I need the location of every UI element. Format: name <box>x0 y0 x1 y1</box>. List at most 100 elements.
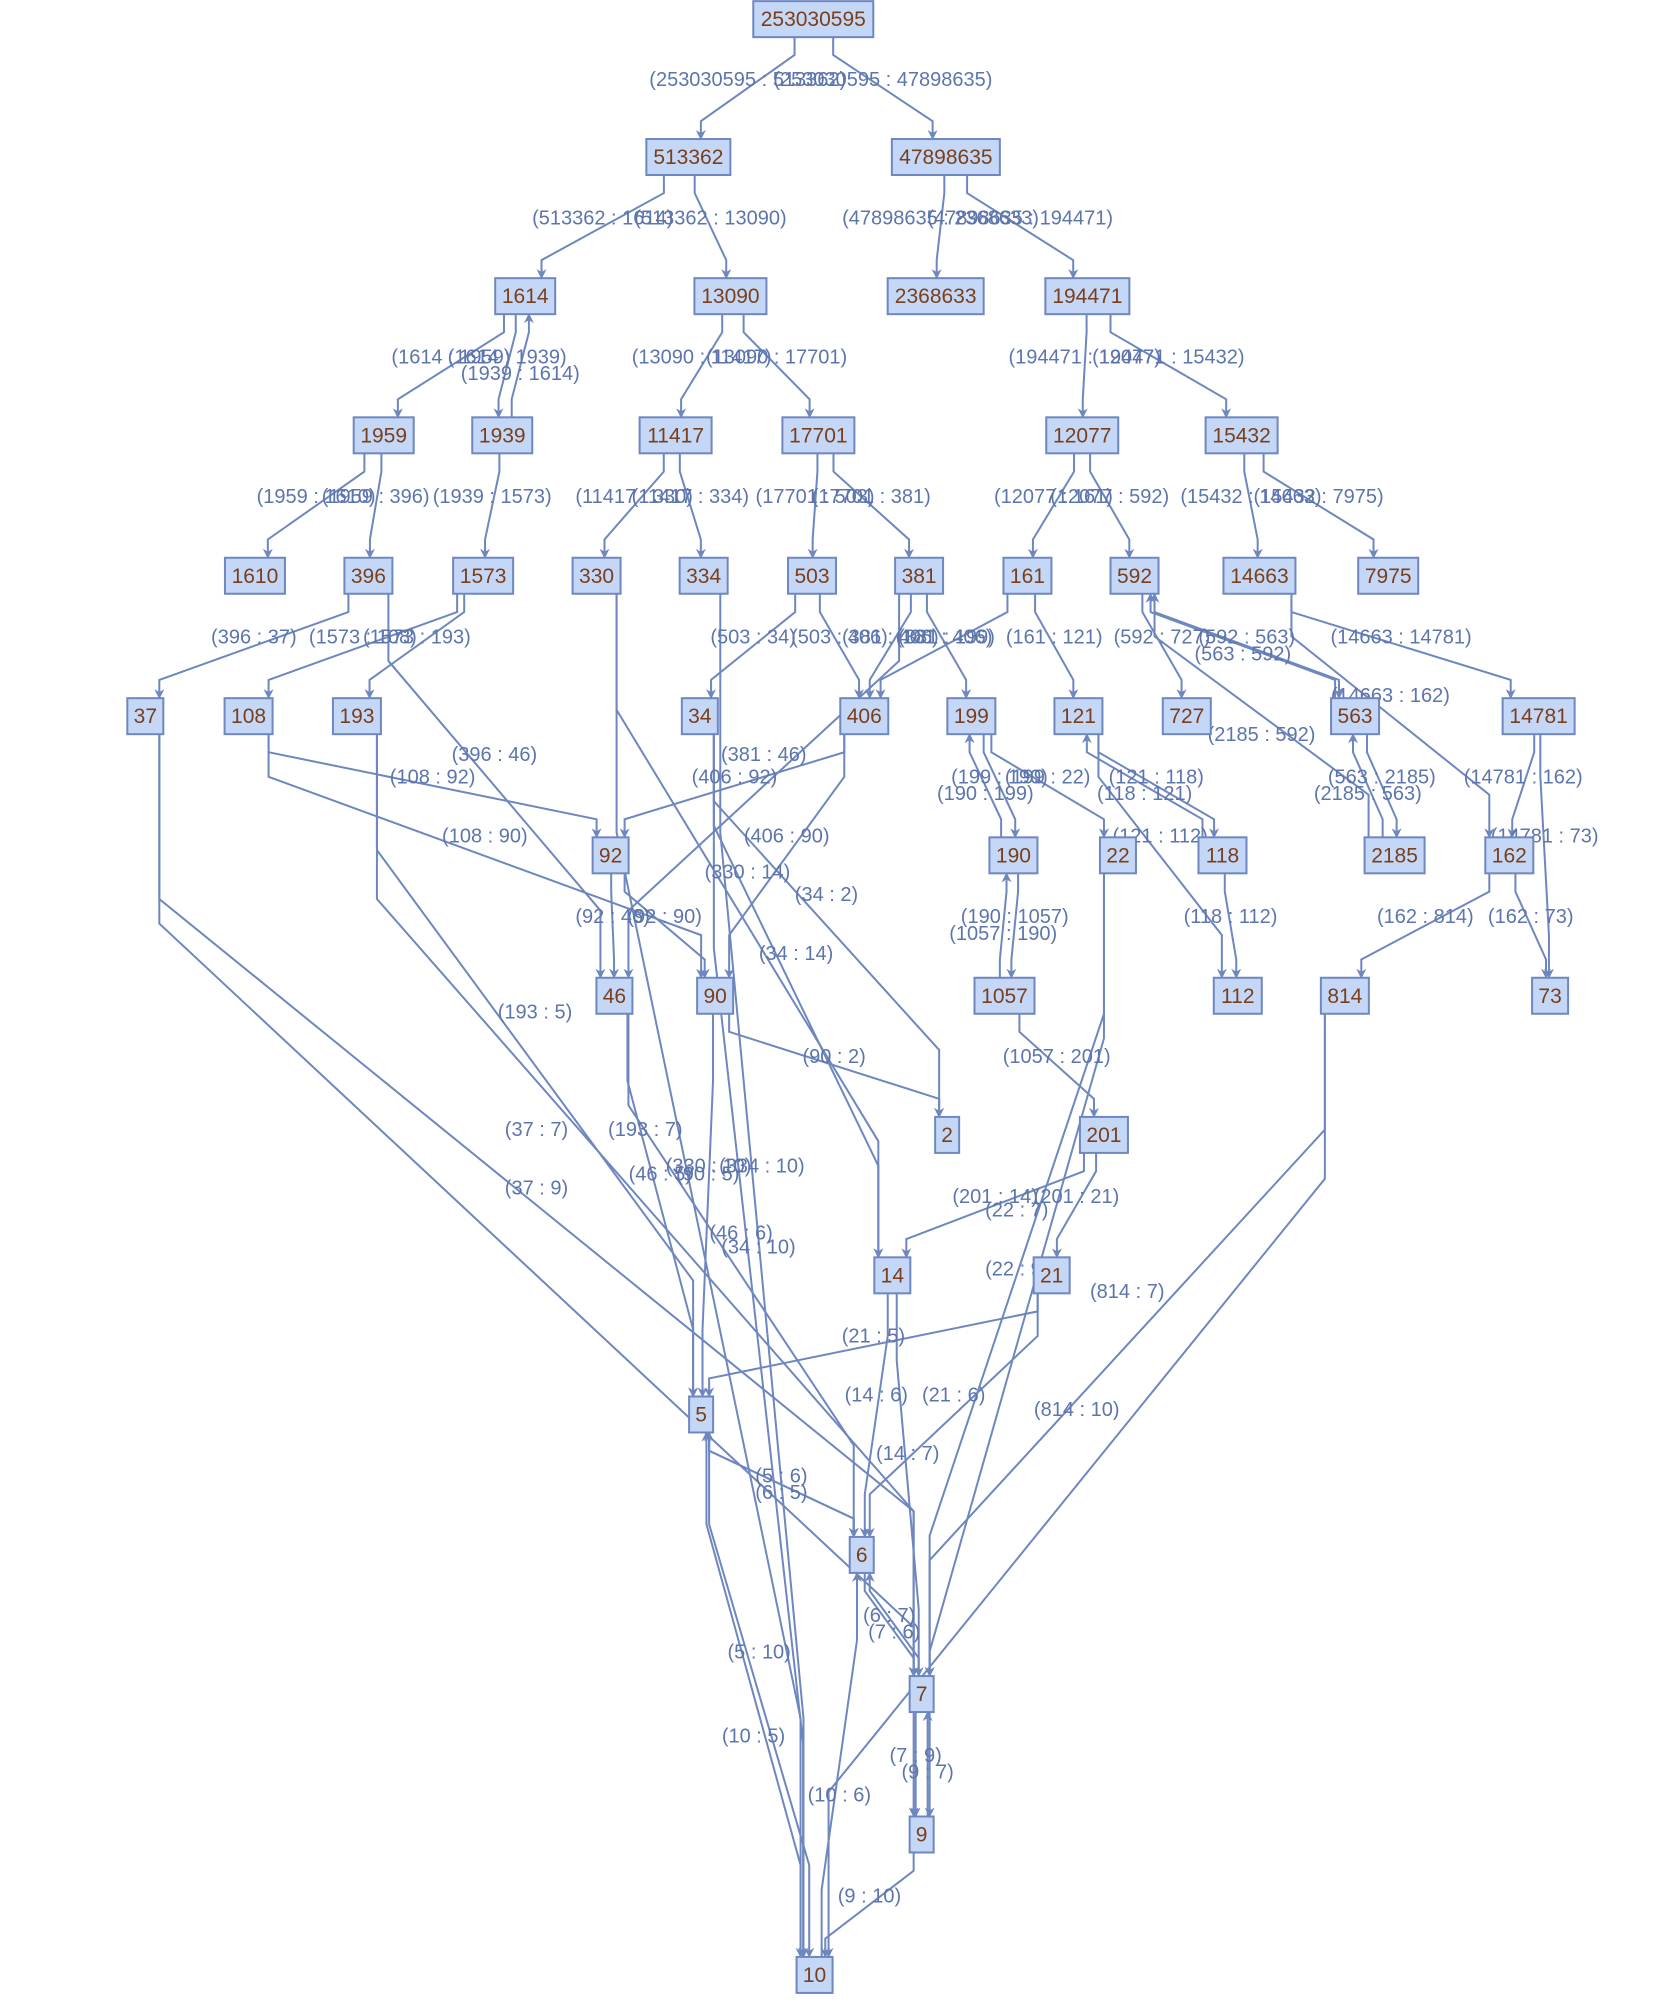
node-box <box>126 697 165 736</box>
edge-label: (253030595 : 47898635) <box>773 69 992 91</box>
edge-47898635-194471 <box>966 175 1079 280</box>
edge-406-90 <box>724 734 846 979</box>
edge-193-7 <box>375 734 919 1678</box>
edge-label: (21 : 5) <box>842 1326 905 1348</box>
node-22: 22 <box>1098 836 1137 875</box>
node-330: 330 <box>571 556 622 595</box>
node-box <box>1045 416 1120 455</box>
edge-label: (6 : 7) <box>863 1605 915 1627</box>
edge-label: (381 : 199) <box>898 627 995 649</box>
node-box <box>839 697 890 736</box>
edge-label: (46 : 5) <box>629 1164 692 1186</box>
node-label: 92 <box>599 844 622 867</box>
edge-90-2 <box>728 1013 945 1118</box>
edge-label: (2185 : 563) <box>1314 783 1422 805</box>
edge-label: (92 : 46) <box>575 906 649 928</box>
node-label: 118 <box>1206 844 1239 867</box>
node-14663: 14663 <box>1222 556 1297 595</box>
edge-label: (7 : 9) <box>890 1745 942 1767</box>
edge-label: (10 : 6) <box>808 1785 871 1807</box>
edge-label: (199 : 190) <box>951 767 1048 789</box>
edge-21-6 <box>864 1293 1039 1538</box>
edge-label: (193 : 5) <box>498 1001 572 1023</box>
node-label: 190 <box>996 844 1031 867</box>
node-box <box>696 976 735 1015</box>
node-label: 334 <box>686 565 721 588</box>
edge-label: (1573 : 108) <box>309 627 417 649</box>
node-15432: 15432 <box>1204 416 1279 455</box>
node-label: 592 <box>1117 565 1152 588</box>
node-118: 118 <box>1197 836 1248 875</box>
edge-814-7 <box>924 1013 1326 1678</box>
edge-121-112 <box>1097 734 1227 979</box>
node-label: 161 <box>1010 565 1045 588</box>
node-label: 1057 <box>981 985 1028 1008</box>
edge-label: (17701 : 381) <box>812 486 931 508</box>
edge-label: (12077 : 592) <box>1050 486 1169 508</box>
node-box <box>223 556 286 595</box>
node-box <box>638 416 713 455</box>
node-34: 34 <box>680 697 719 736</box>
edge-label: (381 : 46) <box>721 744 807 766</box>
edge-92-46 <box>609 873 620 979</box>
node-label: 11417 <box>647 424 704 447</box>
node-503: 503 <box>787 556 838 595</box>
node-label: 1573 <box>460 565 507 588</box>
node-label: 14663 <box>1230 565 1288 588</box>
node-box <box>894 556 945 595</box>
edge-14663-162 <box>1290 593 1495 839</box>
node-11417: 11417 <box>638 416 713 455</box>
edge-381-46 <box>623 593 901 979</box>
edge-label: (406 : 90) <box>744 825 830 847</box>
edge-label: (503 : 406) <box>791 627 888 649</box>
node-box <box>1330 697 1381 736</box>
node-563: 563 <box>1330 697 1381 736</box>
edge-1057-201 <box>1018 1013 1099 1118</box>
edge-15432-14663 <box>1243 453 1263 559</box>
node-6: 6 <box>848 1535 875 1574</box>
edge-17701-381 <box>832 453 915 559</box>
node-108: 108 <box>223 697 274 736</box>
edge-label: (161 : 121) <box>1006 627 1103 649</box>
edge-14781-73 <box>1539 734 1554 979</box>
node-box <box>1098 836 1137 875</box>
node-box <box>688 1395 715 1434</box>
edge-503-406 <box>818 593 865 700</box>
node-box <box>934 1115 961 1154</box>
edge-label: (1057 : 190) <box>949 923 1057 945</box>
edge-label: (46 : 6) <box>709 1222 772 1244</box>
edge-1959-1610 <box>262 453 366 559</box>
edge-37-9 <box>158 734 919 1818</box>
node-label: 14 <box>881 1264 905 1287</box>
edge-1573-193 <box>364 593 466 700</box>
node-box <box>1531 976 1570 1015</box>
node-1057: 1057 <box>973 976 1036 1015</box>
node-box <box>471 416 534 455</box>
edge-label: (14 : 6) <box>845 1385 908 1407</box>
edge-10-5 <box>701 1431 802 1957</box>
edge-330-10 <box>615 593 806 1958</box>
edge-814-10 <box>823 1013 1326 1958</box>
node-box <box>1501 697 1576 736</box>
node-box <box>908 1675 935 1714</box>
node-37: 37 <box>126 697 165 736</box>
edge-1057-190 <box>998 872 1012 978</box>
node-7975: 7975 <box>1357 556 1420 595</box>
node-box <box>1053 697 1104 736</box>
edge-label: (592 : 727) <box>1114 627 1211 649</box>
node-label: 396 <box>351 565 386 588</box>
node-21: 21 <box>1032 1256 1071 1295</box>
edge-12077-161 <box>1027 453 1076 559</box>
node-label: 6 <box>856 1544 868 1567</box>
edge-592-727 <box>1141 593 1187 700</box>
edge-label: (14781 : 162) <box>1464 767 1583 789</box>
node-label: 162 <box>1492 844 1527 867</box>
node-box <box>1078 1115 1129 1154</box>
edge-46-6 <box>627 1013 859 1538</box>
node-1959: 1959 <box>352 416 415 455</box>
edge-label: (9 : 10) <box>838 1885 901 1907</box>
node-label: 201 <box>1086 1124 1121 1147</box>
node-label: 1939 <box>479 424 526 447</box>
edge-381-199 <box>925 593 972 700</box>
